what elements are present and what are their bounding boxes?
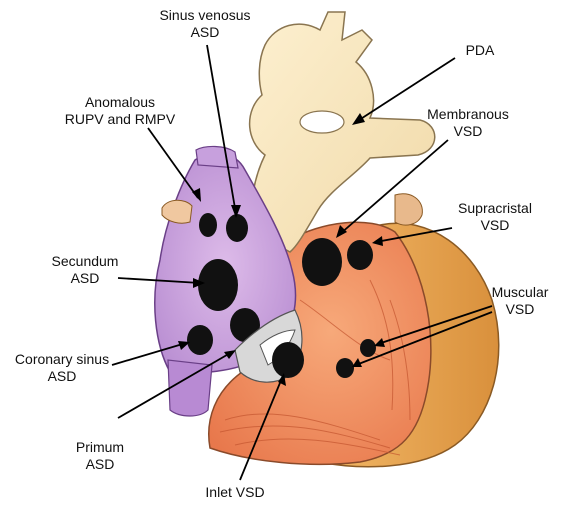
arrow-membranous	[339, 139, 449, 235]
label-membranous-vsd: Membranous VSD	[427, 106, 509, 139]
label-supracristal-vsd: Supracristal VSD	[458, 200, 532, 233]
inferior-vena-cava	[167, 359, 213, 417]
trabeculae	[219, 279, 411, 456]
right-vessels	[394, 193, 423, 226]
pointer-arrows	[111, 44, 493, 481]
label-secundum-asd: Secundum ASD	[51, 253, 119, 286]
arrow-muscular-b	[355, 311, 493, 366]
hole-sinus-venosus-b	[226, 214, 248, 242]
arrow-primum	[117, 351, 233, 419]
hole-membranous	[302, 238, 342, 286]
arrow-supracristal	[375, 227, 453, 243]
hole-muscular-b	[336, 358, 354, 378]
arrow-coronary-sinus	[111, 342, 187, 366]
arrow-pda	[355, 57, 456, 123]
label-inlet-vsd: Inlet VSD	[205, 484, 265, 500]
label-pda: PDA	[465, 42, 495, 58]
aorta-lumen	[299, 110, 345, 134]
hole-inlet	[272, 342, 304, 378]
hole-coronary-sinus	[187, 325, 213, 355]
hole-muscular-a	[360, 339, 376, 357]
superior-vena-cava	[195, 145, 239, 169]
label-coronary-sinus-asd: Coronary sinus ASD	[14, 351, 110, 384]
arrow-inlet	[239, 377, 283, 481]
aorta	[248, 11, 436, 253]
label-muscular-vsd: Muscular VSD	[491, 284, 549, 317]
arrow-anomalous	[147, 127, 199, 199]
label-anomalous-pulmonary-veins: Anomalous RUPV and RMPV	[64, 94, 176, 127]
pulmonary-vein-stub	[161, 199, 193, 224]
arrow-heads	[178, 113, 385, 386]
label-primum-asd: Primum ASD	[75, 439, 125, 472]
arrow-muscular-a	[377, 305, 493, 345]
hole-secundum	[198, 259, 238, 311]
arrow-secundum	[117, 277, 201, 284]
arrow-sinus-venosus	[206, 44, 237, 215]
label-sinus-venosus-asd: Sinus venosus ASD	[159, 7, 251, 40]
hole-supracristal	[347, 240, 373, 270]
hole-sinus-venosus-a	[199, 213, 217, 237]
